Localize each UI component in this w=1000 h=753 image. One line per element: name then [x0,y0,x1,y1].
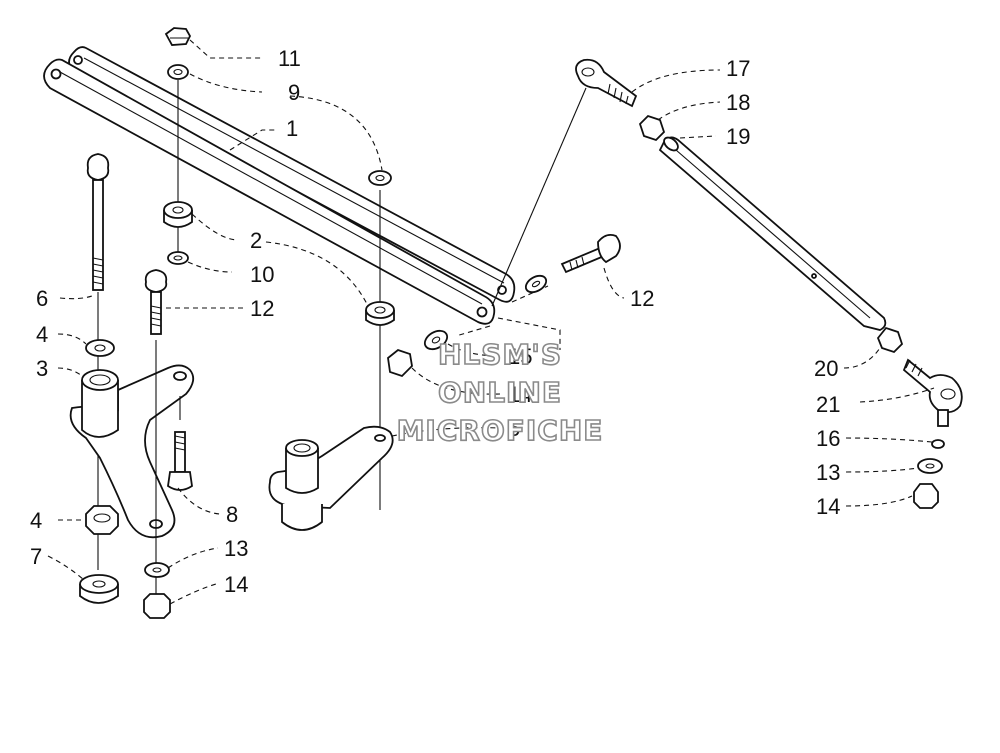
callout-16: 16 [816,426,840,451]
callout-10: 10 [250,262,274,287]
callout-14-right: 14 [816,494,840,519]
callout-12-left: 12 [250,296,274,321]
callout-6: 6 [36,286,48,311]
callout-13-right: 13 [816,460,840,485]
center-fastener-stack [163,27,193,265]
washer-nut-center [387,329,449,378]
callout-4-upper: 4 [36,322,48,347]
bolt-right [524,233,621,294]
callout-14-left: 14 [224,572,248,597]
watermark-line-1: HLSM'S [438,338,562,371]
nut-lower-left [85,505,119,535]
callout-18: 18 [726,90,750,115]
steering-arm-pair [43,46,516,325]
callout-15: 15 [508,344,532,369]
callout-14-center: 14 [508,382,532,407]
callout-17: 17 [726,56,750,81]
callout-3: 3 [36,356,48,381]
center-connectors [455,285,561,350]
idler-bracket [268,425,394,531]
callout-13-left: 13 [224,536,248,561]
watermark: HLSM'S ONLINE MICROFICHE [396,337,604,448]
leader-lines [47,39,935,605]
callout-5: 5 [508,416,520,441]
tie-rod-assembly [575,58,963,509]
callout-20: 20 [814,356,838,381]
watermark-line-3: MICROFICHE [397,414,604,447]
callout-19: 19 [726,124,750,149]
watermark-line-2: ONLINE [438,376,562,409]
washer-nut-left [143,562,171,619]
cap-nut [79,574,119,604]
small-bolt [167,431,193,491]
callout-21: 21 [816,392,840,417]
bolt-left [144,269,168,335]
callout-2: 2 [250,228,262,253]
pitman-bracket [69,340,195,600]
callout-1: 1 [286,116,298,141]
callout-8: 8 [226,502,238,527]
callout-9: 9 [288,80,300,105]
washer-upper-left [85,339,115,357]
callout-7: 7 [30,544,42,569]
callout-11: 11 [278,46,301,71]
callout-12-right: 12 [630,286,654,311]
rod-end-connector [491,87,587,307]
callout-4-lower: 4 [30,508,42,533]
callout-numbers: 11 9 1 2 10 12 6 4 3 8 4 7 13 14 15 14 5… [30,46,840,597]
